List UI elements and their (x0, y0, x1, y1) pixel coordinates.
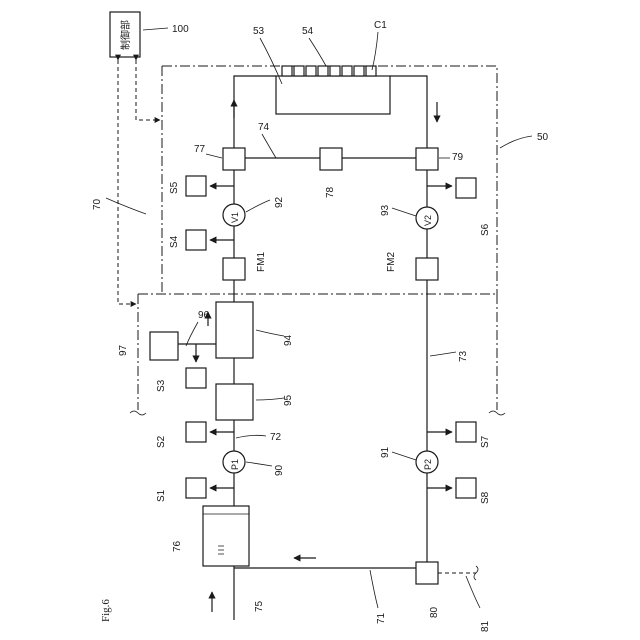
valve-v1-label: V1 (230, 212, 240, 223)
signal-line-70-b (136, 60, 160, 120)
ref-54-leader (309, 38, 326, 66)
ref-81: 81 (480, 620, 491, 632)
ref-80: 80 (429, 606, 440, 618)
junction-79 (416, 148, 438, 170)
sensor-s7 (456, 422, 476, 442)
tank-76 (203, 506, 249, 566)
valve-v2-label: V2 (423, 215, 433, 226)
sensor-s4 (186, 230, 206, 250)
sensor-s1-label: S1 (156, 489, 167, 502)
ref-90: 90 (274, 464, 285, 476)
sensor-s6-label: S6 (480, 223, 491, 236)
sensor-s5-label: S5 (169, 181, 180, 194)
sensor-s6 (456, 178, 476, 198)
ref-c1-leader (372, 32, 378, 70)
ref-74: 74 (258, 122, 270, 133)
ref-77: 77 (194, 144, 206, 155)
ref-53: 53 (253, 26, 265, 37)
signal-line-70-a (118, 60, 136, 304)
sensor-s8-label: S8 (480, 491, 491, 504)
sensor-s3 (186, 368, 206, 388)
ref-81-leader (466, 576, 480, 608)
ref-94-leader (256, 330, 284, 336)
component-95 (216, 384, 253, 420)
controller-ref-leader (143, 28, 168, 30)
ref-73: 73 (458, 350, 469, 362)
flowmeter-fm2-label: FM2 (386, 252, 397, 272)
ref-c1: C1 (374, 20, 387, 31)
tank-53 (276, 76, 390, 114)
junction-78 (320, 148, 342, 170)
ref-75: 75 (254, 600, 265, 612)
ref-96: 96 (198, 310, 210, 321)
ref-94: 94 (283, 334, 294, 346)
ref-54: 54 (302, 26, 314, 37)
ref-72-leader (236, 435, 266, 438)
ref-95: 95 (283, 394, 294, 406)
sensor-s2 (186, 422, 206, 442)
ref-95-leader (256, 398, 284, 400)
ref-76: 76 (172, 540, 183, 552)
junction-77 (223, 148, 245, 170)
component-97 (150, 332, 178, 360)
ref-73-leader (430, 352, 456, 356)
component-94 (216, 302, 253, 358)
ref-74-leader (262, 134, 276, 158)
ref-50-leader (500, 136, 532, 148)
ref-91: 91 (380, 446, 391, 458)
ref-72: 72 (270, 432, 282, 443)
flowmeter-fm1-label: FM1 (256, 252, 267, 272)
controller-ref: 100 (172, 24, 189, 35)
break-mark-left (130, 411, 146, 415)
sensor-s8 (456, 478, 476, 498)
figure-caption: Fig.6 (100, 599, 112, 622)
sensor-s5 (186, 176, 206, 196)
ref-50: 50 (537, 132, 549, 143)
ref-79: 79 (452, 152, 464, 163)
sensor-s2-label: S2 (156, 435, 167, 448)
ref-92-leader (246, 200, 270, 212)
ref-70-leader (106, 198, 146, 214)
flowmeter-fm2 (416, 258, 438, 280)
ref-71-leader (370, 570, 378, 608)
sensor-s3-label: S3 (156, 379, 167, 392)
pump-p1-label: P1 (230, 459, 240, 470)
cell-array-54 (282, 66, 376, 76)
ref-97: 97 (118, 344, 129, 356)
controller-label: 制御部 (119, 20, 132, 50)
ref-93-leader (392, 208, 416, 216)
break-mark-right (489, 411, 505, 415)
ref-78: 78 (325, 186, 336, 198)
pump-p2-label: P2 (423, 459, 433, 470)
ref-91-leader (392, 452, 416, 460)
ref-71: 71 (376, 612, 387, 624)
ref-77-leader (206, 154, 222, 158)
sensor-s7-label: S7 (480, 435, 491, 448)
ref-93: 93 (380, 204, 391, 216)
ref-96-leader (186, 322, 198, 346)
sensor-s1 (186, 478, 206, 498)
ref-53-leader (260, 38, 282, 84)
ref-70: 70 (92, 198, 103, 210)
sensor-s4-label: S4 (169, 235, 180, 248)
ref-90-leader (246, 462, 272, 466)
junction-80 (416, 562, 438, 584)
flowmeter-fm1 (223, 258, 245, 280)
ref-92: 92 (274, 196, 285, 208)
